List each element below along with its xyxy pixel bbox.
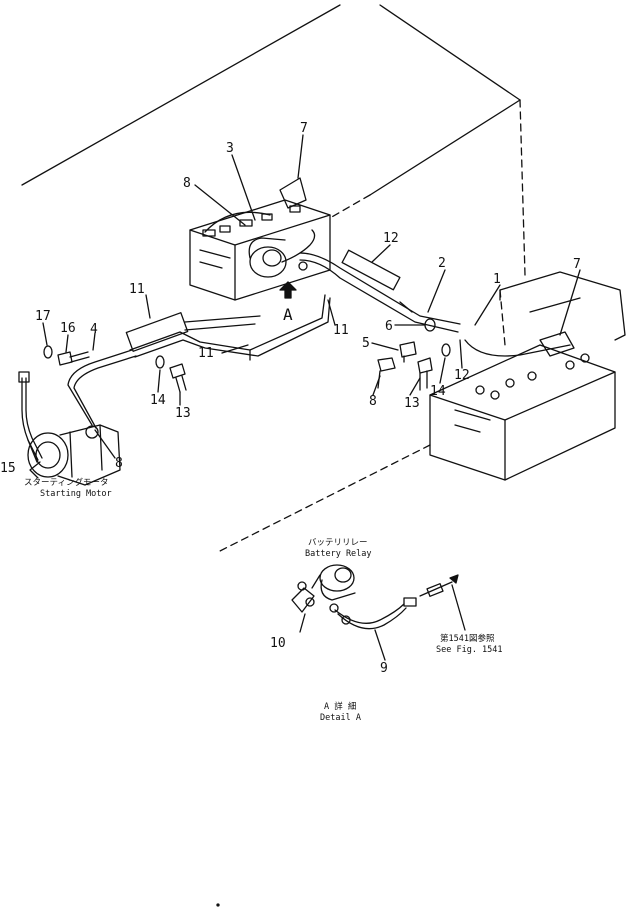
detail-a-relay	[311, 564, 356, 601]
see-fig-label-en: See Fig. 1541	[436, 645, 503, 655]
battery-relay	[248, 229, 316, 278]
battery-cable-2	[299, 249, 461, 333]
bolt-13-left	[169, 363, 187, 393]
washer-14-left	[155, 355, 165, 369]
callout-7-lower: 7	[573, 257, 581, 272]
callout-10: 10	[270, 636, 286, 651]
callout-3: 3	[226, 141, 234, 156]
bolt-5	[399, 341, 417, 363]
callout-2: 2	[438, 256, 446, 271]
callout-12-upper: 12	[383, 231, 399, 246]
callout-13-right: 13	[404, 396, 420, 411]
starting-motor-label-jp: スターティングモータ	[24, 477, 109, 488]
callout-16: 16	[60, 321, 76, 336]
starter-cable-4	[67, 349, 137, 429]
callout-8-upper: 8	[183, 176, 191, 191]
see-fig-label-jp: 第1541図参照	[440, 633, 495, 644]
harness-11	[125, 294, 331, 361]
callout-8-lower: 8	[115, 456, 123, 471]
detail-a-connector-10	[291, 581, 315, 613]
frame-lines	[21, 4, 526, 553]
detail-a-harness-9	[329, 597, 417, 630]
washer-17	[43, 345, 53, 359]
callout-7-upper: 7	[300, 121, 308, 136]
callout-4: 4	[90, 322, 98, 337]
callout-12-lower: 12	[454, 368, 470, 383]
callout-11-right: 11	[333, 323, 349, 338]
battery-upper	[189, 177, 331, 301]
leader-lines	[27, 134, 581, 661]
callout-5: 5	[362, 336, 370, 351]
bolt-13-right	[417, 357, 433, 391]
bolt-8	[377, 357, 396, 389]
battery-relay-label-jp: バッテリリレー	[308, 538, 368, 548]
callout-15: 15	[0, 461, 16, 476]
callout-14-left: 14	[150, 393, 166, 408]
detail-a-lead	[419, 574, 459, 597]
callout-14-right: 14	[430, 384, 446, 399]
bolt-16	[57, 351, 90, 366]
callout-11-top: 11	[129, 282, 145, 297]
battery-lower	[429, 271, 626, 481]
washer-14-right	[441, 343, 451, 357]
starting-motor-label-en: Starting Motor	[40, 489, 112, 499]
callout-6: 6	[385, 319, 393, 334]
callout-17: 17	[35, 309, 51, 324]
battery-relay-label-en: Battery Relay	[305, 549, 372, 559]
stray-dot	[216, 903, 220, 907]
callout-11-mid: 11	[198, 346, 214, 361]
view-arrow-label: A	[283, 305, 293, 324]
callout-8-right: 8	[369, 394, 377, 409]
callout-9: 9	[380, 661, 388, 676]
starting-motor	[27, 424, 121, 486]
callout-1: 1	[493, 272, 501, 287]
detail-a-label-jp: A 詳 細	[324, 701, 356, 712]
callout-13-left: 13	[175, 406, 191, 421]
arrow-a	[279, 281, 297, 299]
detail-a-label-en: Detail A	[320, 713, 361, 723]
